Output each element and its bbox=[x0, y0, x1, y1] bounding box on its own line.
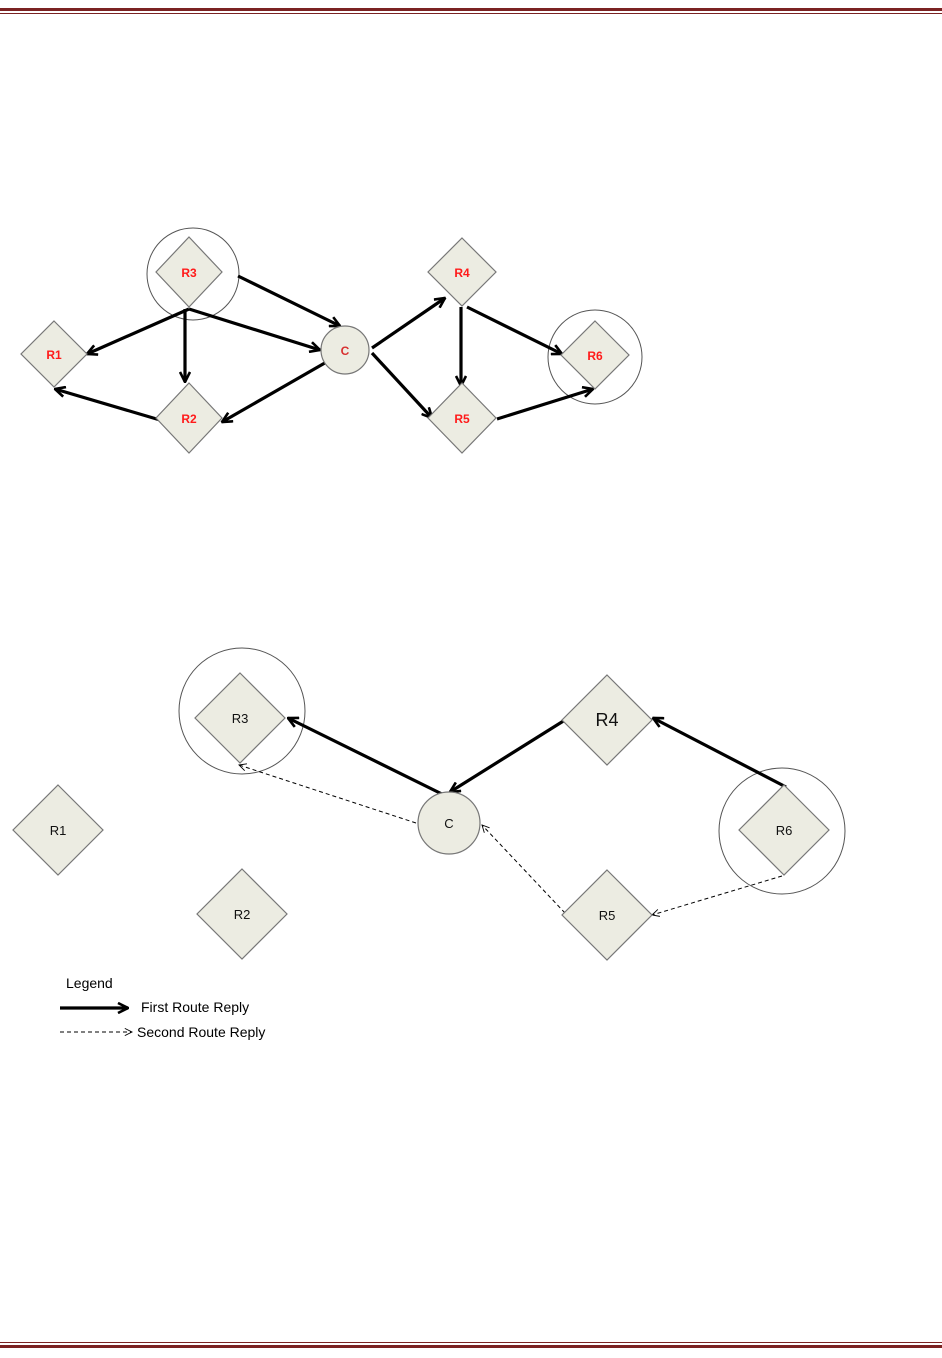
legend-item-first-route-reply: First Route Reply bbox=[141, 999, 249, 1015]
d2-node-r5-label: R5 bbox=[599, 908, 616, 923]
d2-edge-r6-r4 bbox=[653, 718, 786, 787]
diagram-2: R3 R1 R2 C R4 R5 R6 bbox=[13, 648, 845, 960]
d1-node-c-label: C bbox=[341, 344, 350, 358]
d1-edge-c-r2 bbox=[222, 360, 330, 422]
bottom-rule-thin bbox=[0, 1342, 942, 1343]
legend: Legend First Route Reply Second Route Re… bbox=[60, 975, 265, 1040]
d2-edge-r4-c bbox=[450, 720, 565, 792]
d2-node-c: C bbox=[418, 792, 480, 854]
d1-edge-r3-r1 bbox=[87, 309, 189, 354]
d2-node-r5: R5 bbox=[562, 870, 652, 960]
d1-node-r2: R2 bbox=[156, 383, 222, 453]
d2-node-r1: R1 bbox=[13, 785, 103, 875]
d2-edge-r6-r5-dashed bbox=[652, 876, 782, 915]
d1-edge-r3-c-lower bbox=[189, 309, 320, 350]
d2-node-r2: R2 bbox=[197, 869, 287, 959]
d2-node-c-label: C bbox=[444, 816, 453, 831]
d2-node-r4-label: R4 bbox=[595, 710, 618, 730]
d1-node-c: C bbox=[321, 326, 369, 374]
d1-node-r4-label: R4 bbox=[454, 266, 470, 280]
d2-node-r4: R4 bbox=[562, 675, 652, 765]
d1-node-r3-label: R3 bbox=[181, 266, 197, 280]
d1-node-r1: R1 bbox=[21, 321, 87, 387]
d2-edges bbox=[239, 718, 786, 915]
legend-title: Legend bbox=[66, 975, 113, 991]
diagram-1: R3 R1 R2 C R4 R5 R6 bbox=[21, 228, 642, 453]
d1-node-r2-label: R2 bbox=[181, 412, 197, 426]
d1-edge-r5-r6 bbox=[497, 389, 593, 419]
d1-edge-r4-r6 bbox=[467, 307, 562, 354]
d2-edge-c-r3 bbox=[288, 718, 448, 797]
bottom-rule-thick bbox=[0, 1345, 942, 1348]
d1-edge-c-r4 bbox=[372, 298, 445, 348]
d2-node-r3-label: R3 bbox=[232, 711, 249, 726]
d2-node-r6-label: R6 bbox=[776, 823, 793, 838]
d1-node-r5-label: R5 bbox=[454, 412, 470, 426]
d2-node-r1-label: R1 bbox=[50, 823, 67, 838]
d1-node-r6-label: R6 bbox=[587, 349, 603, 363]
d2-node-r3: R3 bbox=[195, 673, 285, 763]
d1-edge-r3-c-upper bbox=[238, 276, 340, 326]
d2-node-r2-label: R2 bbox=[234, 907, 251, 922]
d2-node-r6: R6 bbox=[739, 785, 829, 875]
d1-node-r4: R4 bbox=[428, 238, 496, 306]
d1-node-r5: R5 bbox=[428, 383, 496, 453]
d2-edge-r5-c-dashed bbox=[482, 825, 565, 913]
d1-edge-c-r5 bbox=[372, 353, 432, 418]
d2-edge-c-r3-dashed bbox=[239, 765, 416, 823]
legend-item-second-route-reply: Second Route Reply bbox=[137, 1024, 265, 1040]
d1-node-r1-label: R1 bbox=[46, 348, 62, 362]
d1-node-r6: R6 bbox=[561, 321, 629, 389]
d1-edge-r2-r1 bbox=[55, 389, 160, 420]
d1-node-r3: R3 bbox=[156, 237, 222, 307]
